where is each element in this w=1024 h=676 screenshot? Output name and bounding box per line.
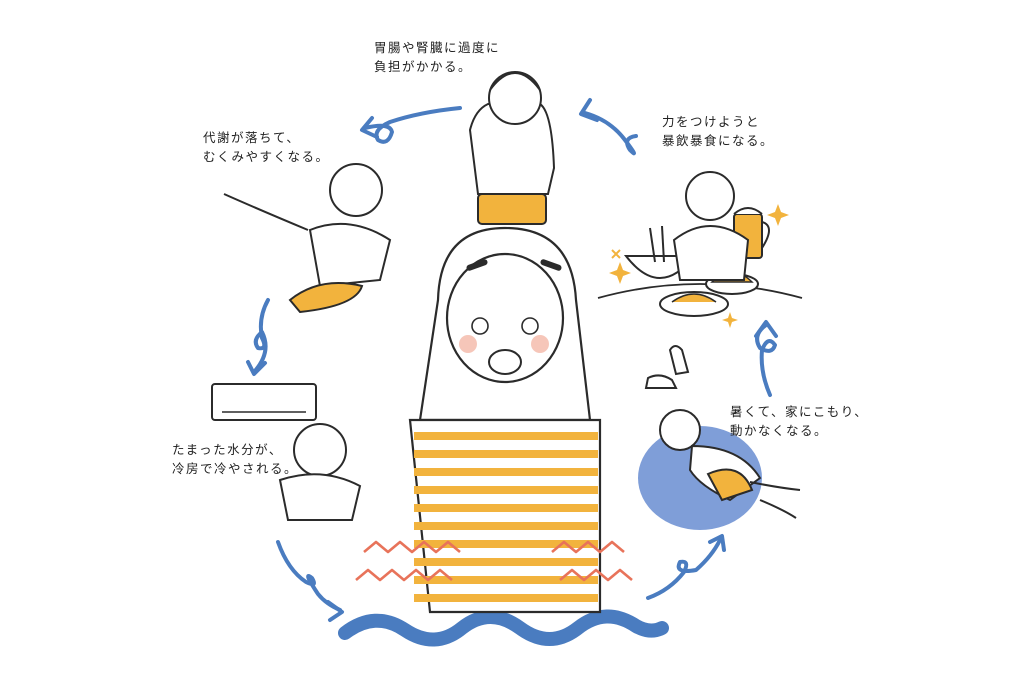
caption-line: 胃腸や腎臓に過度に — [374, 40, 501, 55]
stripe — [414, 558, 598, 566]
caption-stomach: 胃腸や腎臓に過度に 負担がかかる。 — [374, 38, 500, 76]
stomachache-girl-icon — [468, 71, 556, 225]
caption-line: 力をつけようと — [662, 114, 761, 129]
cold-shivering-girl-icon — [278, 423, 362, 521]
stripe — [414, 432, 598, 440]
caption-line: 動かなくなる。 — [730, 423, 829, 438]
stripe — [414, 522, 598, 530]
caption-line: むくみやすくなる。 — [203, 149, 330, 164]
main-girl-icon — [408, 226, 602, 614]
stripe — [414, 540, 598, 548]
eating-girl-icon — [672, 171, 750, 281]
stripe — [414, 486, 598, 494]
caption-eating: 力をつけようと 暴飲暴食になる。 — [662, 112, 774, 150]
stripe — [414, 504, 598, 512]
zigzag-waves — [355, 540, 633, 582]
caption-line: 暑くて、家にこもり、 — [730, 404, 869, 419]
table-edge — [597, 283, 803, 299]
stripe — [414, 576, 598, 584]
bottom-wave — [338, 609, 669, 647]
swollen-leg-girl-icon — [223, 163, 392, 314]
sneakers-icon — [644, 345, 690, 389]
stripe — [414, 450, 598, 458]
stripe — [414, 594, 598, 602]
caption-line: たまった水分が、 — [172, 442, 283, 457]
caption-line: 負担がかかる。 — [374, 59, 473, 74]
air-conditioner-icon — [211, 383, 317, 421]
stripe — [414, 468, 598, 476]
cycle-arrow-icon — [246, 98, 778, 622]
beanbag-girl-icon — [659, 409, 801, 519]
caption-line: 代謝が落ちて、 — [203, 130, 301, 145]
caption-line: 暴飲暴食になる。 — [662, 133, 775, 148]
caption-metabolism: 代謝が落ちて、 むくみやすくなる。 — [203, 128, 330, 166]
gyoza-plate-icon — [659, 291, 729, 317]
striped-top — [414, 432, 598, 602]
caption-indoors: 暑くて、家にこもり、 動かなくなる。 — [730, 402, 868, 440]
caption-aircon: たまった水分が、 冷房で冷やされる。 — [172, 440, 298, 478]
sparkle-icon — [609, 204, 789, 328]
caption-line: 冷房で冷やされる。 — [172, 461, 299, 476]
